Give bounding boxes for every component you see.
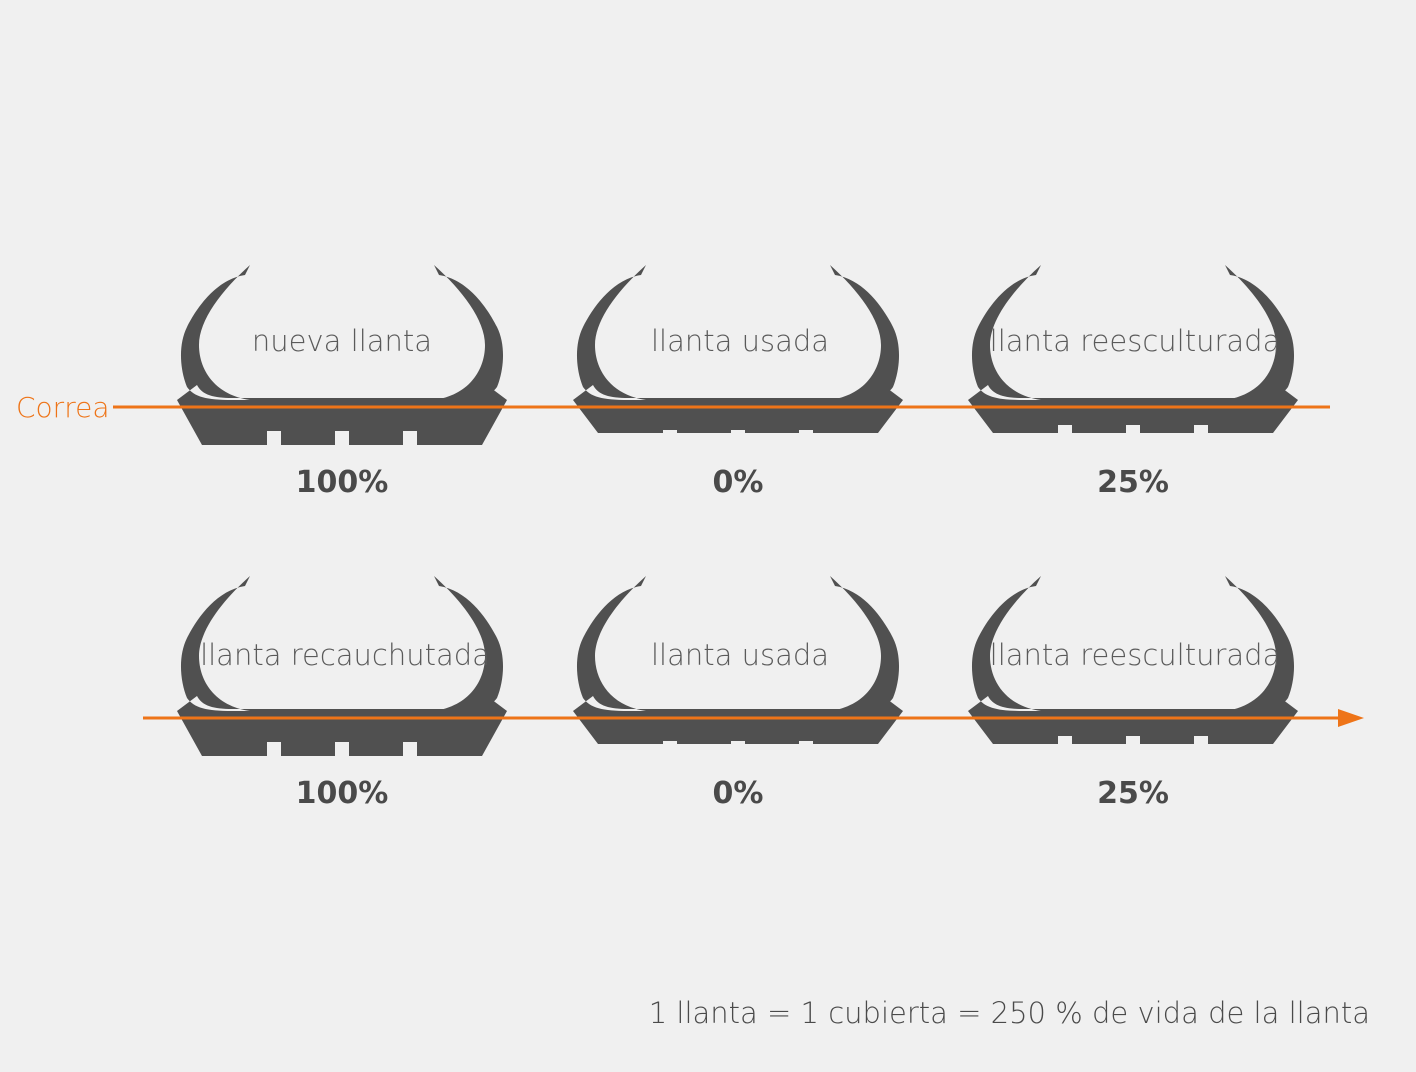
tire-label: llanta usada [651, 638, 829, 672]
tire-used: llanta usada 0% [573, 576, 903, 811]
tire-percent: 0% [713, 776, 764, 811]
tire-used-icon [573, 576, 903, 744]
tire-retreaded: llanta recauchutada 100% [177, 576, 507, 811]
footer-equation: 1 llanta = 1 cubierta = 250 % de vida de… [649, 996, 1370, 1030]
tire-label: nueva llanta [252, 324, 432, 358]
row-1: nueva llanta 100% llanta usada 0% llanta r… [16, 265, 1330, 500]
tire-used: llanta usada 0% [573, 265, 903, 500]
tire-regrooved-icon [968, 265, 1298, 433]
tire-percent: 25% [1097, 776, 1169, 811]
tire-new: nueva llanta 100% [177, 265, 507, 500]
arrow-head-icon [1338, 709, 1364, 727]
tire-label: llanta usada [651, 324, 829, 358]
tire-retreaded-icon [177, 576, 507, 756]
tire-percent: 25% [1097, 465, 1169, 500]
tire-percent: 100% [296, 776, 389, 811]
tire-regrooved: llanta reesculturada 25% [968, 265, 1298, 500]
tire-percent: 0% [713, 465, 764, 500]
belt-label: Correa [16, 391, 109, 424]
tire-label: llanta reesculturada [990, 638, 1281, 672]
tire-label: llanta recauchutada [200, 638, 490, 672]
tire-used-icon [573, 265, 903, 433]
tire-regrooved: llanta reesculturada 25% [968, 576, 1298, 811]
tire-label: llanta reesculturada [990, 324, 1281, 358]
row-2: llanta recauchutada 100% llanta usada 0% l… [143, 576, 1364, 811]
tire-regrooved-icon [968, 576, 1298, 744]
tire-new-icon [177, 265, 507, 445]
tire-percent: 100% [296, 465, 389, 500]
